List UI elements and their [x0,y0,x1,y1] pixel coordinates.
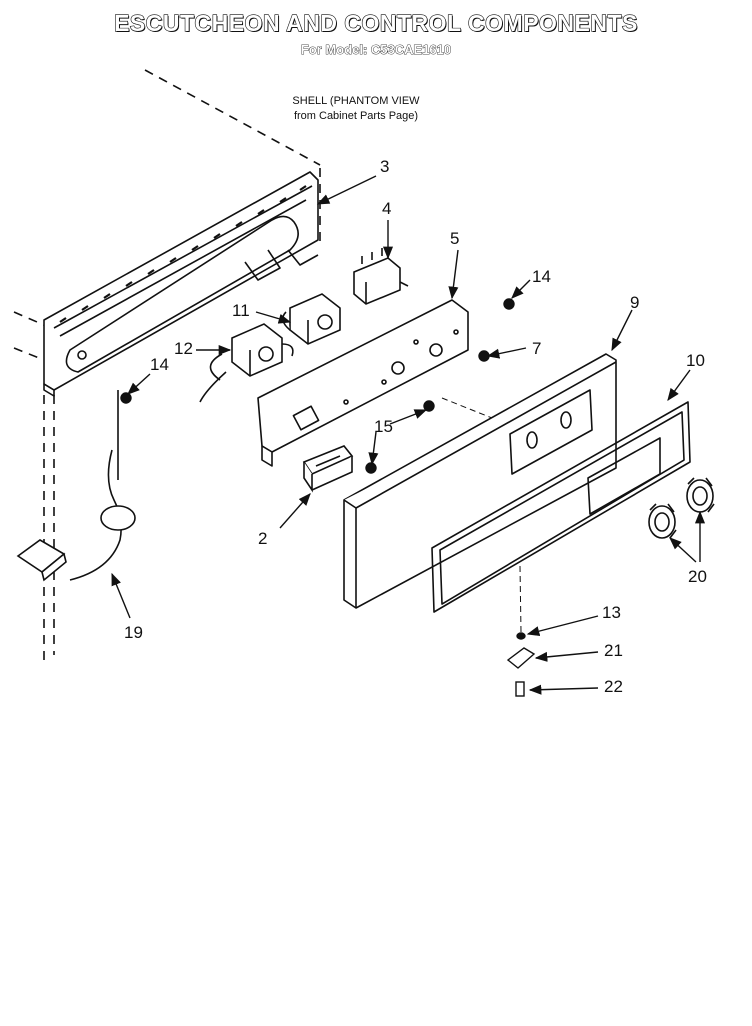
switch-part-4 [353,248,409,305]
page-title: ESCUTCHEON AND CONTROL COMPONENTS [113,9,638,36]
center-lines [441,397,522,633]
callout-14-upper: 14 [532,267,551,286]
callout-20: 20 [688,567,707,586]
callout-15: 15 [374,417,393,436]
leader-lines [111,175,706,695]
terminal-part-2 [302,445,354,493]
callout-22: 22 [604,677,623,696]
callout-labels: 3 4 5 14 9 11 7 10 12 14 15 2 20 13 19 2… [124,157,707,696]
callout-13: 13 [602,603,621,622]
knob-part-20 [648,477,715,539]
escutcheon-part-9 [343,353,617,609]
callout-19: 19 [124,623,143,642]
harness-part-19 [16,390,136,582]
rotary-switch-part-11 [282,293,341,345]
control-bracket-part-3 [43,171,319,397]
cabinet-shell-phantom [13,69,321,660]
callout-14-lower: 14 [150,355,169,374]
callout-2: 2 [258,529,267,548]
shell-phantom-note: SHELL (PHANTOM VIEW from Cabinet Parts P… [276,94,436,124]
callout-12: 12 [174,339,193,358]
mounting-bracket-part-5 [257,299,469,467]
shell-note-line-2: from Cabinet Parts Page) [293,110,419,122]
bezel-frame-part-10 [431,401,691,613]
rotary-switch-part-12 [199,323,294,403]
shell-note-line-1: SHELL (PHANTOM VIEW [292,95,420,107]
callout-7: 7 [532,339,541,358]
callout-5: 5 [450,229,459,248]
callout-3: 3 [380,157,389,176]
callout-21: 21 [604,641,623,660]
hardware-small-parts [120,298,536,697]
callout-11: 11 [232,301,250,320]
model-subtitle: For Model: C53CAE1610 [300,42,452,58]
callout-9: 9 [630,293,639,312]
callout-10: 10 [686,351,705,370]
callout-4: 4 [382,199,391,218]
